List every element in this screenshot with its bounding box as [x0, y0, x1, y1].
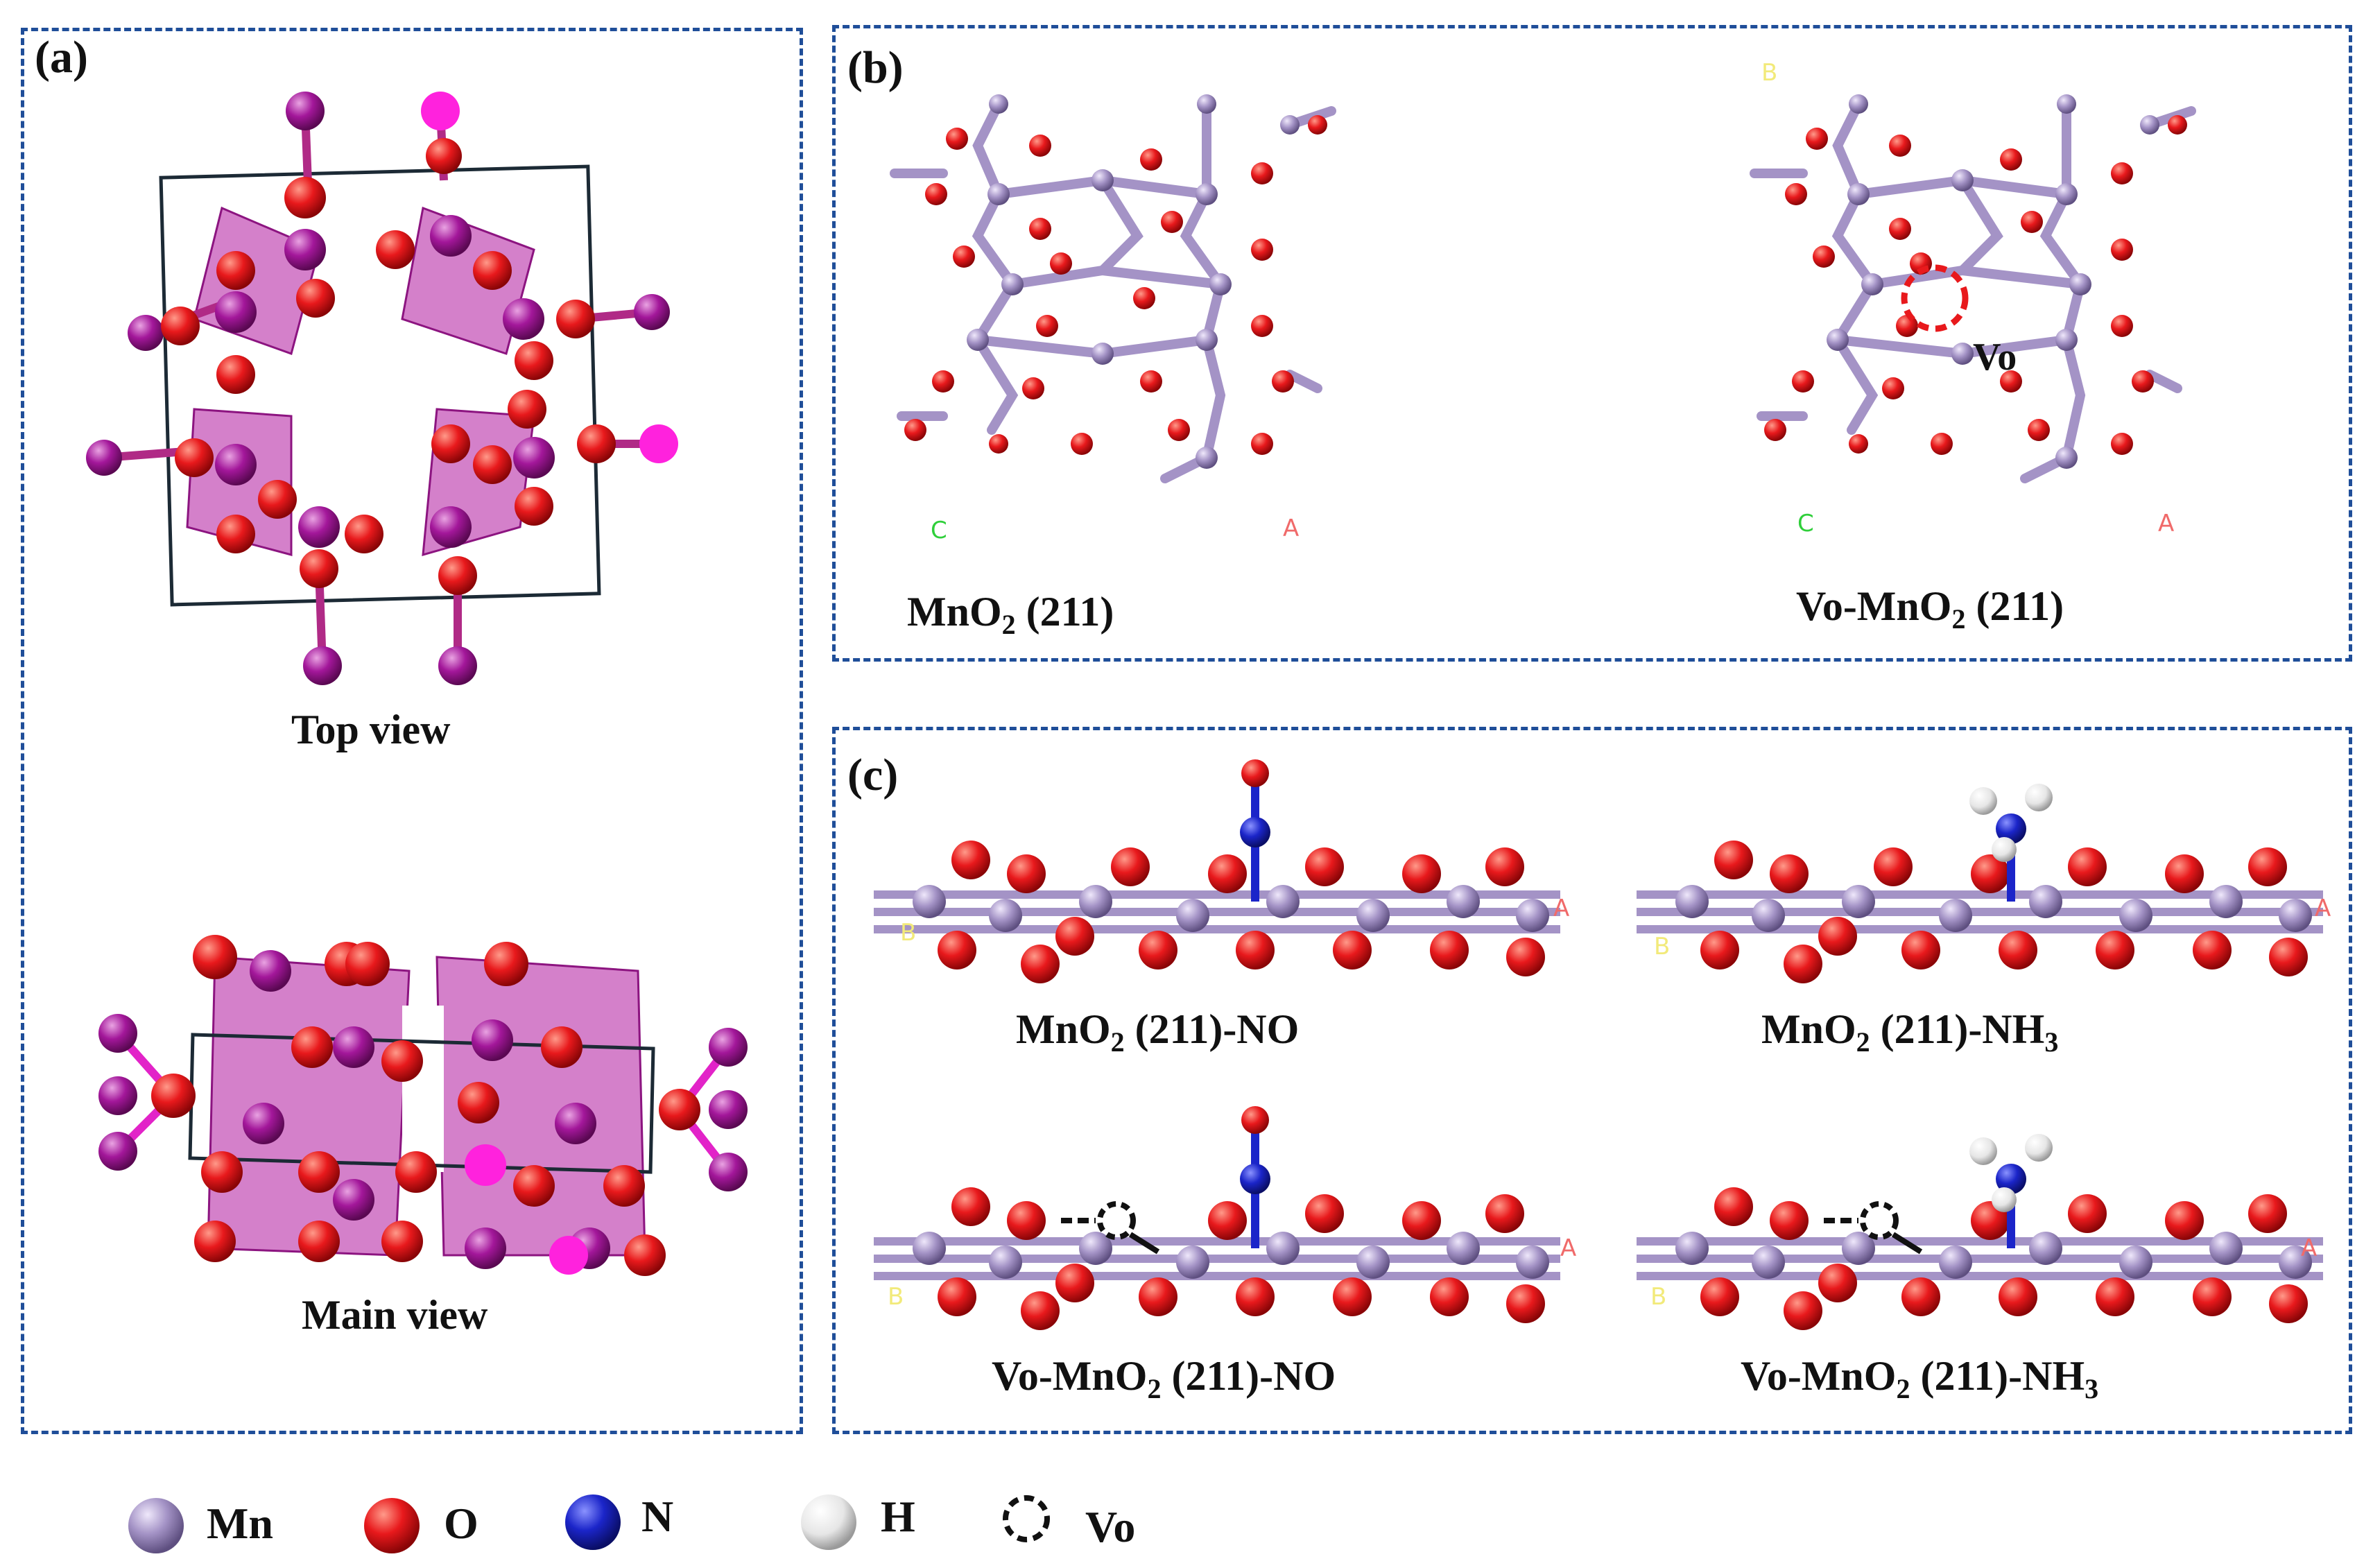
legend-vo-swatch — [1003, 1495, 1050, 1542]
legend-n-label: N — [641, 1492, 674, 1541]
b-left-axis-c: C — [931, 517, 947, 544]
c3-axis-b: B — [888, 1283, 904, 1311]
c4-caption: Vo-MnO2 (211)-NH3 — [1741, 1353, 2099, 1404]
vo-marker-label: Vo — [1973, 336, 2017, 379]
c2-axis-b: B — [1654, 933, 1671, 960]
b-left-axis-a: A — [1283, 515, 1300, 542]
top-view-caption: Top view — [291, 707, 451, 752]
c1-axis-a: A — [1553, 895, 1570, 922]
b-right-axis-a: A — [2158, 510, 2175, 537]
b-right-axis-b: B — [1761, 59, 1778, 87]
b-right-axis-c: C — [1797, 510, 1814, 537]
vo-vacancy-ring — [1901, 264, 1969, 332]
b-right-caption: Vo-MnO2 (211) — [1796, 583, 2064, 635]
legend-h-label: H — [881, 1492, 915, 1541]
vo-mno2-211-nh3-slab — [1637, 1134, 2323, 1330]
c4-axis-a: A — [2301, 1234, 2318, 1262]
c1-caption: MnO2 (211)-NO — [1016, 1006, 1300, 1058]
mno2-main-view-structure — [98, 935, 748, 1276]
legend-h-swatch — [801, 1494, 856, 1550]
main-view-caption: Main view — [302, 1292, 488, 1338]
panel-a — [21, 28, 803, 1434]
c2-axis-a: A — [2315, 895, 2331, 922]
panel-b — [832, 25, 2352, 662]
legend-mn-swatch — [128, 1498, 184, 1553]
legend-mn-label: Mn — [207, 1499, 273, 1548]
legend-o-label: O — [444, 1499, 478, 1548]
mno2-top-view-structure — [86, 92, 678, 685]
mno2-211-nh3-slab — [1637, 784, 2323, 983]
vo-mno2-211-structure — [1750, 94, 2196, 483]
c1-axis-b: B — [900, 919, 917, 947]
legend-vo-label: Vo — [1085, 1502, 1136, 1551]
b-left-caption: MnO2 (211) — [907, 589, 1114, 640]
panel-b-label: (b) — [847, 42, 904, 93]
panel-c — [832, 727, 2352, 1434]
vo-mno2-211-no-slab — [874, 1106, 1560, 1330]
c2-caption: MnO2 (211)-NH3 — [1761, 1006, 2059, 1058]
legend-o-swatch — [364, 1498, 420, 1553]
c4-axis-b: B — [1650, 1283, 1667, 1311]
mno2-211-no-slab — [874, 759, 1560, 983]
c3-caption: Vo-MnO2 (211)-NO — [992, 1353, 1336, 1404]
c3-axis-a: A — [1560, 1234, 1577, 1262]
panel-c-label: (c) — [847, 750, 899, 800]
panel-a-label: (a) — [35, 32, 88, 83]
legend-n-swatch — [565, 1494, 621, 1550]
mno2-211-structure — [890, 94, 1336, 483]
